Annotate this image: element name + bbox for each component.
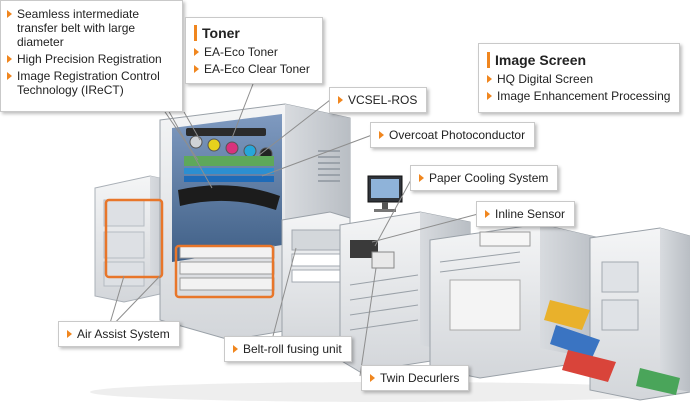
inline-sensor-label: Inline Sensor <box>495 207 566 221</box>
toner-eco-text: EA-Eco Toner <box>204 45 278 59</box>
feature-item-registration: High Precision Registration <box>7 52 176 66</box>
leader-lines <box>107 59 479 377</box>
paper-cooling-callout: Paper Cooling System <box>410 165 559 191</box>
bullet-icon <box>487 92 492 100</box>
toner-clear-text: EA-Eco Clear Toner <box>204 62 310 76</box>
floor-shadow <box>90 382 690 402</box>
image-hq-text: HQ Digital Screen <box>497 72 594 86</box>
bullet-icon <box>379 131 384 139</box>
printed-output <box>544 300 680 395</box>
fusing-unit-module <box>281 211 351 351</box>
feature-item-irect: Image Registration Control Technology (I… <box>7 69 176 97</box>
image-screen-title: Image Screen <box>487 52 671 68</box>
belt-roll-label: Belt-roll fusing unit <box>243 342 342 356</box>
feature-belt-text: Seamless intermediate transfer belt with… <box>17 7 140 49</box>
belt-roll-callout: Belt-roll fusing unit <box>224 336 352 362</box>
image-item-hq: HQ Digital Screen <box>487 72 671 86</box>
feature-registration-text: High Precision Registration <box>17 52 162 66</box>
bullet-icon <box>7 55 12 63</box>
bullet-icon <box>370 374 375 382</box>
image-item-enhancement: Image Enhancement Processing <box>487 89 671 103</box>
air-assist-callout: Air Assist System <box>58 321 180 347</box>
toner-title: Toner <box>194 25 314 41</box>
twin-decurlers-callout: Twin Decurlers <box>361 365 470 391</box>
vcsel-label: VCSEL-ROS <box>348 93 418 107</box>
inline-sensor-callout: Inline Sensor <box>476 201 576 227</box>
registration-features-callout: Seamless intermediate transfer belt with… <box>0 0 183 112</box>
bullet-icon <box>7 10 12 18</box>
finisher-module <box>589 227 690 401</box>
feature-item-belt: Seamless intermediate transfer belt with… <box>7 7 176 49</box>
bullet-icon <box>338 96 343 104</box>
monitor-icon <box>367 175 403 212</box>
bullet-icon <box>194 48 199 56</box>
belt-roll-highlight <box>174 244 275 299</box>
image-screen-callout: Image Screen HQ Digital Screen Image Enh… <box>478 43 680 113</box>
air-assist-label: Air Assist System <box>77 327 170 341</box>
twin-decurlers-label: Twin Decurlers <box>380 371 460 385</box>
toner-callout: Toner EA-Eco Toner EA-Eco Clear Toner <box>185 17 323 84</box>
overcoat-label: Overcoat Photoconductor <box>389 128 526 142</box>
bullet-icon <box>194 65 199 73</box>
overcoat-callout: Overcoat Photoconductor <box>370 122 536 148</box>
toner-item-eco: EA-Eco Toner <box>194 45 314 59</box>
paper-cooling-label: Paper Cooling System <box>429 171 549 185</box>
bullet-icon <box>233 345 238 353</box>
bullet-icon <box>419 174 424 182</box>
bullet-icon <box>7 72 12 80</box>
image-enhancement-text: Image Enhancement Processing <box>497 89 671 103</box>
bullet-icon <box>485 210 490 218</box>
bullet-icon <box>67 330 72 338</box>
toner-cartridges <box>184 128 274 182</box>
air-assist-highlight <box>104 198 164 279</box>
toner-item-clear: EA-Eco Clear Toner <box>194 62 314 76</box>
vcsel-callout: VCSEL-ROS <box>329 87 428 113</box>
feature-irect-text: Image Registration Control Technology (I… <box>17 69 160 97</box>
bullet-icon <box>487 75 492 83</box>
